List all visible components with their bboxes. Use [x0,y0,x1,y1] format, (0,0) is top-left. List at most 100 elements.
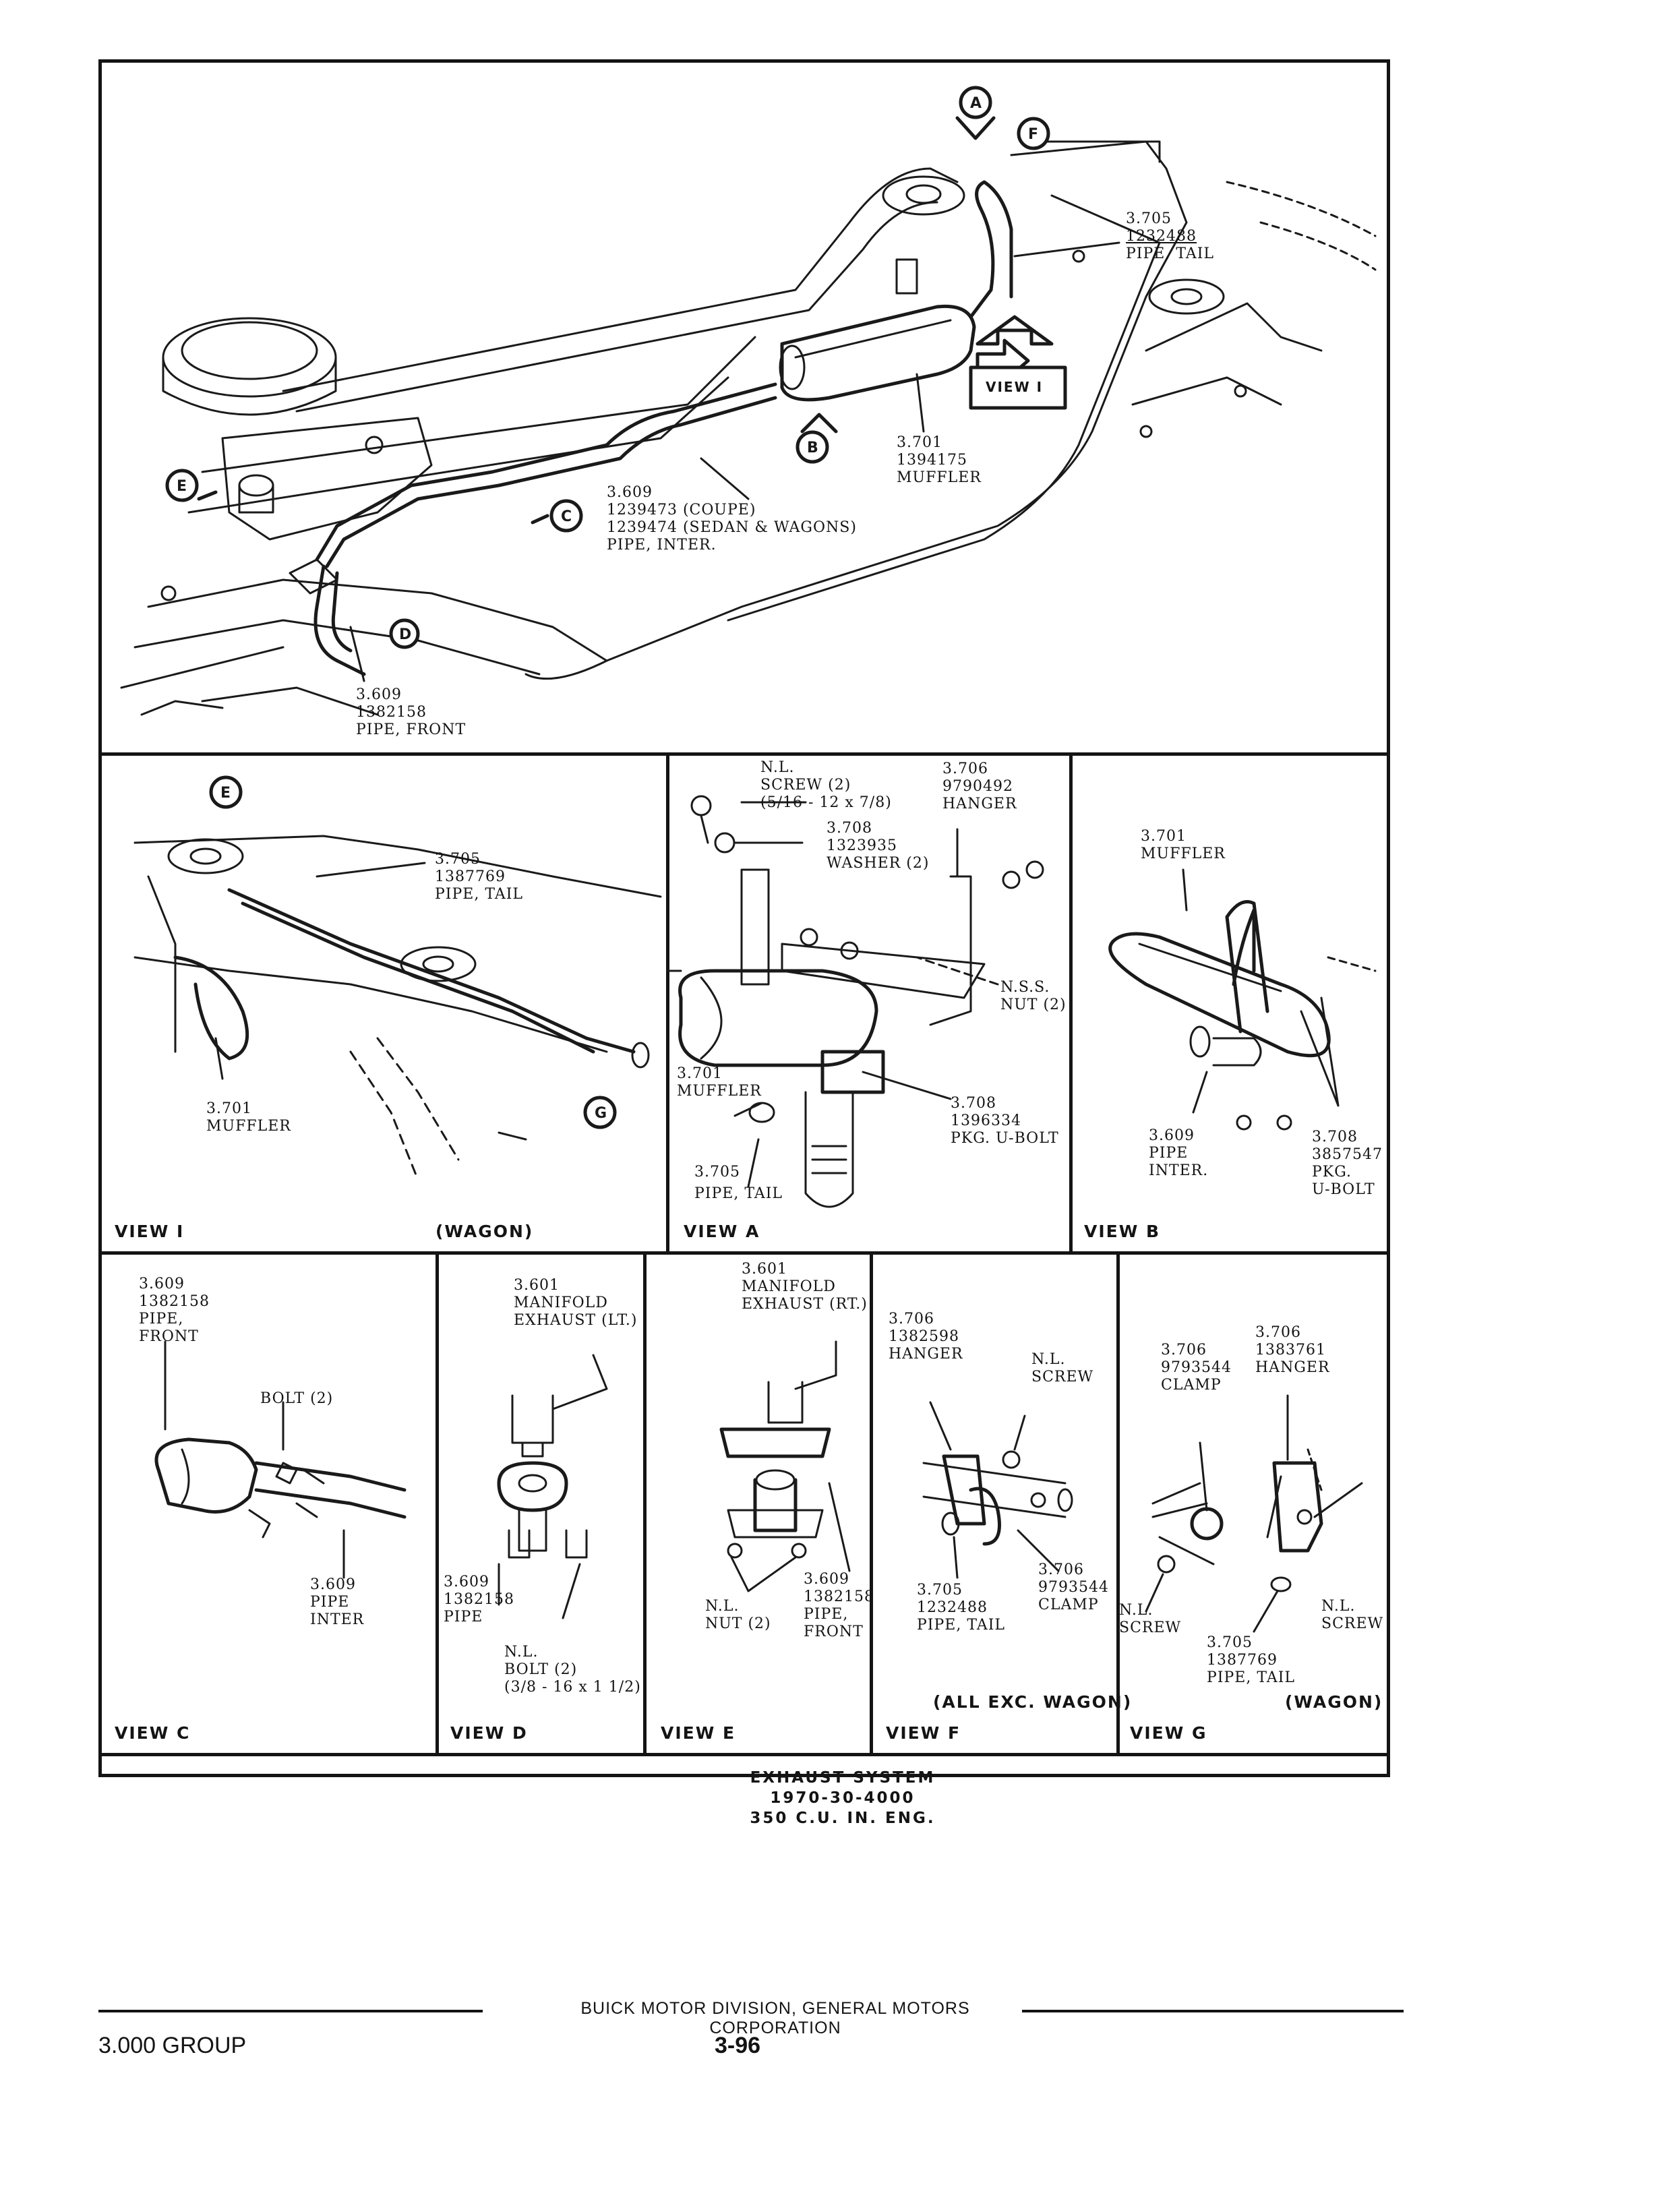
viewD-callout-bolt: N.L. BOLT (2) (3/8 - 16 x 1 1/2) [504,1644,641,1696]
viewG-subtitle: (WAGON) [1285,1692,1383,1712]
callout-line: PIPE, TAIL [694,1185,783,1202]
viewB-title: VIEW B [1084,1222,1161,1241]
callout-line: 3.701 [897,434,942,451]
callout-line: 1382598 [889,1328,959,1345]
viewG-callout-screw-right: N.L. SCREW [1321,1598,1383,1633]
callout-line: FRONT [804,1623,864,1640]
viewE-callout-manifold: 3.601 MANIFOLD EXHAUST (RT.) [742,1261,868,1313]
viewA-callout-nut: N.S.S. NUT (2) [1000,979,1067,1014]
callout-line: PKG. [1312,1164,1352,1181]
callout-line: HANGER [1255,1359,1330,1376]
callout-line: WASHER (2) [827,855,930,872]
callout-line: 3.701 [206,1100,252,1117]
callout-line: 3.609 [356,686,402,703]
viewG-callout-screw-left: N.L. SCREW [1119,1602,1181,1637]
svg-text:F: F [1028,126,1038,143]
viewF-callout-tail-pipe: 3.705 1232488 PIPE, TAIL [917,1582,1005,1634]
callout-line: 3.705 [694,1164,740,1181]
callout-line: 3.705 [917,1582,963,1599]
divider-viewA-viewB [1069,752,1073,1251]
callout-line: BOLT (2) [504,1661,578,1678]
callout-line: MUFFLER [677,1083,762,1100]
callout-inter-pipe: 3.609 1239473 (COUPE) 1239474 (SEDAN & W… [607,484,857,554]
callout-line: 1394175 [897,452,967,469]
callout-line: PIPE [310,1594,350,1611]
callout-line: 1239473 (COUPE) [607,502,756,518]
view1-title: VIEW I [115,1222,185,1241]
callout-line: 3.706 [889,1311,934,1327]
diagram-frame [98,59,1390,1777]
viewD-title: VIEW D [450,1723,528,1743]
callout-line: U-BOLT [1312,1181,1375,1198]
svg-text:D: D [399,626,411,643]
viewE-callout-pipe: 3.609 1382158 PIPE, FRONT [804,1571,874,1641]
view1-drawing: G E [133,775,662,1181]
callout-line: PIPE, TAIL [1126,245,1214,262]
callout-line: 1383761 [1255,1342,1326,1358]
callout-line: BOLT (2) [260,1390,334,1407]
callout-line: PIPE [444,1609,483,1625]
callout-line: 1387769 [1207,1652,1278,1669]
callout-muffler: 3.701 1394175 MUFFLER [897,434,982,487]
view1-callout-tail-pipe: 3.705 1387769 PIPE, TAIL [435,851,523,903]
viewA-callout-screw: N.L. SCREW (2) (5/16 - 12 x 7/8) [760,759,892,812]
callout-line: PKG. U-BOLT [951,1130,1059,1147]
callout-line: 1232488 [917,1599,988,1616]
callout-line: N.S.S. [1000,979,1050,996]
viewC-callout-front-pipe: 3.609 1382158 PIPE, FRONT [139,1276,210,1346]
callout-line: EXHAUST (LT.) [514,1312,638,1329]
divider-bottom-row [98,1753,1390,1756]
callout-line: 3.708 [951,1095,996,1112]
callout-line: 3.601 [514,1277,560,1294]
callout-line: 3.609 [1149,1127,1195,1144]
divider-viewD-viewE [643,1251,647,1753]
callout-line: N.L. [504,1644,539,1661]
viewF-callout-hanger: 3.706 1382598 HANGER [889,1311,963,1363]
callout-line: 3.609 [607,484,653,501]
callout-line: 3857547 [1312,1146,1383,1163]
diagram-caption: EXHAUST SYSTEM 1970-30-4000 350 C.U. IN.… [674,1768,1011,1828]
viewE-drawing [719,1340,851,1592]
callout-line: HANGER [889,1346,963,1363]
caption-line: 1970-30-4000 [770,1789,916,1807]
callout-line: SCREW (2) [760,777,851,794]
divider-middle-row [98,1251,1390,1255]
callout-line: 3.601 [742,1261,787,1278]
callout-line: MANIFOLD [514,1294,608,1311]
viewF-title: VIEW F [886,1723,961,1743]
callout-line: PIPE, FRONT [356,721,467,738]
divider-viewE-viewF [870,1251,873,1753]
viewA-callout-muffler: 3.701 MUFFLER [677,1065,762,1100]
viewA-title: VIEW A [684,1222,760,1241]
viewA-callout-tail-pipe: 3.705 PIPE, TAIL [694,1164,783,1203]
viewB-callout-pipe: 3.609 PIPE INTER. [1149,1127,1208,1180]
callout-line: 1387769 [435,868,506,885]
callout-line: NUT (2) [1000,996,1067,1013]
main-exhaust-drawing [289,180,1013,676]
callout-line: 3.708 [1312,1129,1358,1145]
viewC-callout-bolt: BOLT (2) [260,1390,333,1408]
view1-subtitle: (WAGON) [436,1222,534,1241]
viewG-callout-clamp: 3.706 9793544 CLAMP [1161,1342,1232,1394]
caption-line: 350 C.U. IN. ENG. [750,1810,936,1827]
callout-line: MUFFLER [897,469,982,486]
viewA-callout-washer: 3.708 1323935 WASHER (2) [827,820,929,872]
callout-line: MUFFLER [1141,845,1226,862]
viewE-callout-nut: N.L. NUT (2) [705,1598,771,1633]
callout-line: CLAMP [1161,1377,1222,1394]
callout-tail-pipe: 3.705 1232488 PIPE, TAIL [1126,210,1214,263]
callout-line: CLAMP [1038,1596,1099,1613]
viewC-callout-pipe-inter: 3.609 PIPE INTER [310,1576,364,1629]
callout-line: N.L. [1321,1598,1356,1615]
callout-line: 3.701 [1141,828,1187,845]
callout-line: PIPE [1149,1145,1189,1162]
callout-line: 3.609 [310,1576,356,1593]
callout-line: 3.706 [1038,1561,1084,1578]
callout-line: PIPE, [804,1606,849,1623]
viewF-subtitle: (ALL EXC. WAGON) [933,1692,1133,1712]
svg-text:E: E [177,478,187,495]
divider-top-row [98,752,1390,756]
view1-callout-muffler: 3.701 MUFFLER [206,1100,291,1135]
callout-line: NUT (2) [705,1615,771,1632]
caption-line: EXHAUST SYSTEM [750,1769,936,1787]
